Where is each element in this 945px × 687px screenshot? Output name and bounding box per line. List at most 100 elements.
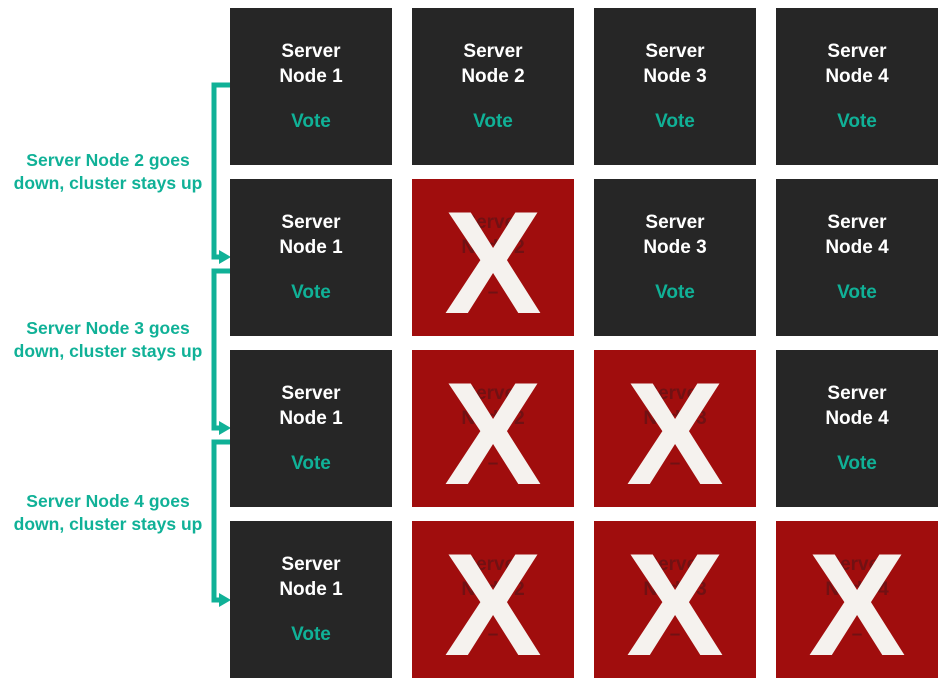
node-title-line2: Node 1 — [279, 66, 343, 87]
node-title-line1: Server — [827, 554, 887, 575]
vote-label: – — [669, 453, 681, 474]
node-title-line1: Server — [827, 383, 887, 404]
vote-label: Vote — [655, 282, 695, 303]
node-title-line2: Node 4 — [825, 237, 889, 258]
node-title: Server Node 1 — [279, 39, 342, 89]
vote-label: Vote — [291, 624, 331, 645]
node-title: Server Node 4 — [825, 210, 888, 260]
node-title-line2: Node 1 — [279, 237, 343, 258]
node-row-1: Server Node 1 Vote Server Node 2 Vote Se… — [230, 8, 938, 165]
vote-label: Vote — [473, 111, 513, 132]
node-title-line2: Node 3 — [643, 66, 707, 87]
node-title: Server Node 4 — [825, 381, 888, 431]
node-title-line2: Node 4 — [825, 408, 889, 429]
node-title-line2: Node 2 — [461, 66, 525, 87]
vote-label: – — [487, 282, 499, 303]
node-title: Server Node 3 — [643, 552, 706, 602]
node-title-line1: Server — [645, 554, 705, 575]
vote-label: Vote — [837, 453, 877, 474]
node-title-line2: Node 2 — [461, 237, 525, 258]
node-title-line1: Server — [281, 41, 341, 62]
node-title-line2: Node 4 — [825, 579, 889, 600]
node-title-line1: Server — [463, 383, 523, 404]
vote-label: Vote — [291, 111, 331, 132]
node-title: Server Node 3 — [643, 39, 706, 89]
node-title-line1: Server — [827, 212, 887, 233]
server-node-box-row1-col1-up: Server Node 1 Vote — [230, 8, 392, 165]
annotation-node4-goes-down: Server Node 4 goes down, cluster stays u… — [2, 490, 214, 536]
node-title-line2: Node 3 — [643, 579, 707, 600]
node-title-line1: Server — [645, 41, 705, 62]
vote-label: Vote — [837, 282, 877, 303]
node-title-line1: Server — [281, 212, 341, 233]
node-title-line2: Node 1 — [279, 579, 343, 600]
node-title-line1: Server — [463, 41, 523, 62]
server-node-box-row4-col2-down: Server Node 2 – X — [412, 521, 574, 678]
node-grid: Server Node 1 Vote Server Node 2 Vote Se… — [230, 8, 938, 687]
server-node-box-row3-col3-down: Server Node 3 – X — [594, 350, 756, 507]
node-title-line2: Node 4 — [825, 66, 889, 87]
arrow-node3-down — [211, 268, 231, 435]
node-title: Server Node 1 — [279, 552, 342, 602]
node-title: Server Node 3 — [643, 210, 706, 260]
node-title: Server Node 1 — [279, 381, 342, 431]
node-title: Server Node 4 — [825, 552, 888, 602]
node-title-line2: Node 2 — [461, 408, 525, 429]
node-title: Server Node 2 — [461, 381, 524, 431]
node-row-2: Server Node 1 Vote Server Node 2 – X Ser… — [230, 179, 938, 336]
failure-x-mark: X — [444, 351, 542, 515]
arrow-node4-down — [211, 439, 231, 607]
failure-x-mark: X — [626, 351, 724, 515]
annotation-line: Server Node 2 goes — [26, 150, 190, 170]
vote-label: Vote — [291, 453, 331, 474]
node-title-line1: Server — [463, 554, 523, 575]
vote-label: – — [669, 624, 681, 645]
vote-label: – — [851, 624, 863, 645]
arrow-node2-down — [211, 82, 231, 264]
server-node-box-row4-col1-up: Server Node 1 Vote — [230, 521, 392, 678]
failure-x-mark: X — [808, 522, 906, 686]
server-node-box-row3-col4-up: Server Node 4 Vote — [776, 350, 938, 507]
annotation-line: down, cluster stays up — [13, 341, 203, 361]
node-title: Server Node 2 — [461, 552, 524, 602]
server-node-box-row1-col4-up: Server Node 4 Vote — [776, 8, 938, 165]
node-row-3: Server Node 1 Vote Server Node 2 – X Ser… — [230, 350, 938, 507]
server-node-box-row2-col3-up: Server Node 3 Vote — [594, 179, 756, 336]
annotation-line: Server Node 4 goes — [26, 491, 190, 511]
node-title-line1: Server — [645, 383, 705, 404]
node-title-line1: Server — [645, 212, 705, 233]
node-title: Server Node 3 — [643, 381, 706, 431]
server-node-box-row3-col1-up: Server Node 1 Vote — [230, 350, 392, 507]
failure-x-mark: X — [444, 522, 542, 686]
node-title-line1: Server — [463, 212, 523, 233]
server-node-box-row2-col1-up: Server Node 1 Vote — [230, 179, 392, 336]
vote-label: Vote — [291, 282, 331, 303]
node-title-line2: Node 1 — [279, 408, 343, 429]
annotation-line: down, cluster stays up — [13, 514, 203, 534]
node-title-line1: Server — [827, 41, 887, 62]
vote-label: – — [487, 624, 499, 645]
annotation-line: Server Node 3 goes — [26, 318, 190, 338]
node-title: Server Node 2 — [461, 210, 524, 260]
node-title-line1: Server — [281, 383, 341, 404]
server-node-box-row4-col4-down: Server Node 4 – X — [776, 521, 938, 678]
node-title-line2: Node 2 — [461, 579, 525, 600]
annotation-node2-goes-down: Server Node 2 goes down, cluster stays u… — [2, 149, 214, 195]
server-node-box-row2-col4-up: Server Node 4 Vote — [776, 179, 938, 336]
server-node-box-row1-col2-up: Server Node 2 Vote — [412, 8, 574, 165]
node-title-line2: Node 3 — [643, 237, 707, 258]
failure-x-mark: X — [626, 522, 724, 686]
annotation-node3-goes-down: Server Node 3 goes down, cluster stays u… — [2, 317, 214, 363]
node-title-line2: Node 3 — [643, 408, 707, 429]
vote-label: Vote — [837, 111, 877, 132]
vote-label: – — [487, 453, 499, 474]
server-node-box-row4-col3-down: Server Node 3 – X — [594, 521, 756, 678]
failure-x-mark: X — [444, 180, 542, 344]
vote-label: Vote — [655, 111, 695, 132]
server-node-box-row3-col2-down: Server Node 2 – X — [412, 350, 574, 507]
node-title-line1: Server — [281, 554, 341, 575]
annotation-line: down, cluster stays up — [13, 173, 203, 193]
node-row-4: Server Node 1 Vote Server Node 2 – X Ser… — [230, 521, 938, 678]
node-title: Server Node 2 — [461, 39, 524, 89]
